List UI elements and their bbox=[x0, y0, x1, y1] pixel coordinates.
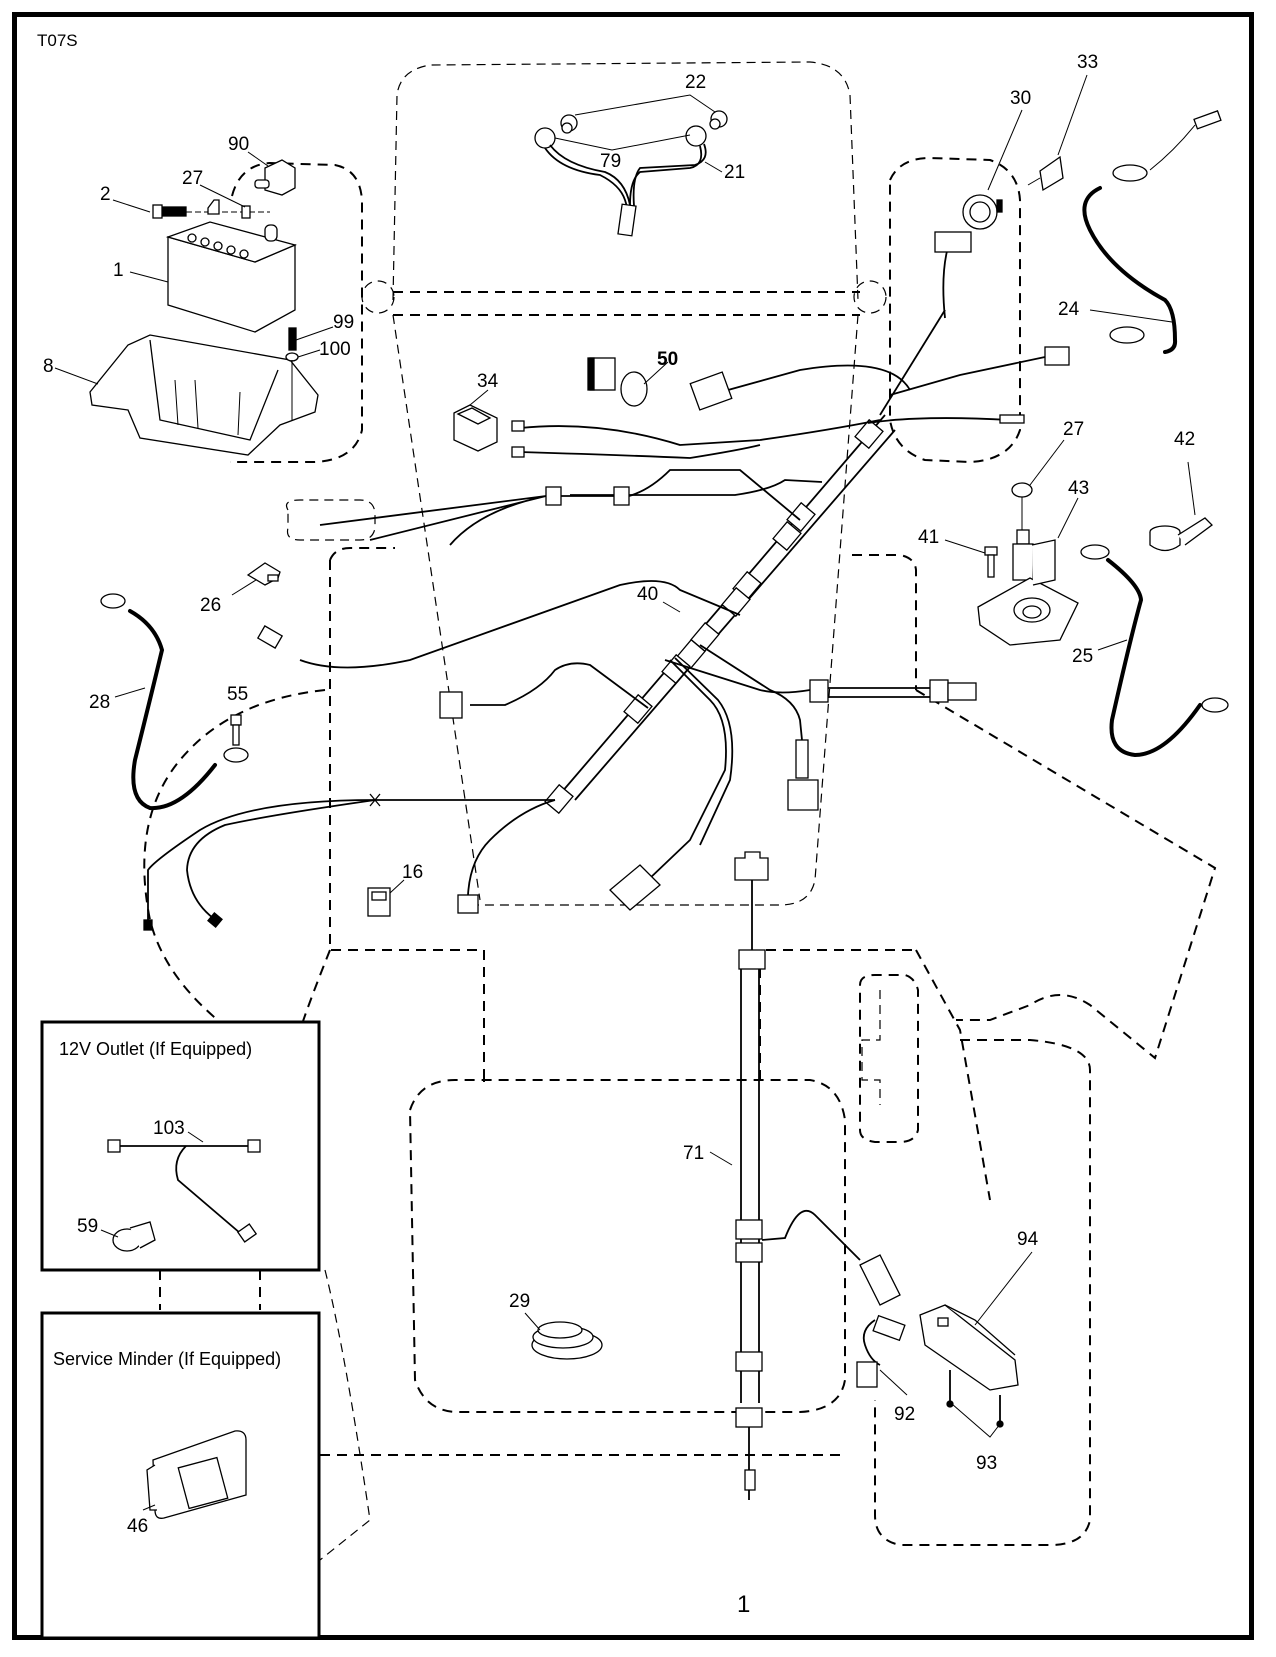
main-wiring-harness[interactable] bbox=[256, 231, 1070, 914]
chassis-outline bbox=[143, 61, 1217, 1561]
battery[interactable] bbox=[165, 221, 297, 333]
callout-27-right: 27 bbox=[1063, 419, 1084, 440]
callout-93: 93 bbox=[976, 1453, 997, 1474]
page-number: 1 bbox=[737, 1591, 750, 1618]
ignition-switch[interactable] bbox=[962, 194, 1003, 230]
service-minder-inset-title: Service Minder (If Equipped) bbox=[53, 1349, 281, 1369]
relay[interactable] bbox=[367, 887, 391, 917]
callout-25: 25 bbox=[1072, 646, 1093, 667]
fuse[interactable] bbox=[246, 562, 281, 586]
pto-switch[interactable] bbox=[453, 404, 498, 452]
callout-34: 34 bbox=[477, 371, 499, 392]
callout-79: 79 bbox=[600, 151, 621, 172]
inset-12v-outlet: 12V Outlet (If Equipped) bbox=[40, 1020, 321, 1272]
callout-26: 26 bbox=[200, 595, 221, 616]
headlight-harness[interactable] bbox=[534, 110, 728, 237]
hood-outline bbox=[392, 61, 859, 301]
callout-40: 40 bbox=[637, 584, 658, 605]
callout-16: 16 bbox=[402, 862, 423, 883]
callout-50: 50 bbox=[657, 349, 678, 370]
center-top-left bbox=[329, 547, 395, 561]
frame-left bbox=[392, 314, 481, 901]
rear-right-region bbox=[874, 1039, 1091, 1546]
battery-cable-positive[interactable] bbox=[1082, 110, 1222, 354]
callout-99: 99 bbox=[333, 312, 354, 333]
gear-gate bbox=[859, 974, 919, 1143]
starter-solenoid[interactable] bbox=[977, 529, 1079, 646]
center-right-top bbox=[852, 554, 917, 690]
control-module[interactable] bbox=[919, 1304, 1019, 1391]
callout-46: 46 bbox=[127, 1516, 148, 1537]
ground-bolt[interactable] bbox=[230, 714, 242, 746]
callout-100: 100 bbox=[319, 339, 351, 360]
callout-24: 24 bbox=[1058, 299, 1080, 320]
keyswitch-region bbox=[889, 156, 1021, 464]
solenoid-screw[interactable] bbox=[984, 546, 998, 578]
callout-103: 103 bbox=[153, 1118, 185, 1139]
callout-28: 28 bbox=[89, 692, 110, 713]
callout-55: 55 bbox=[227, 684, 248, 705]
callout-42: 42 bbox=[1174, 429, 1195, 450]
inset-service-minder: Service Minder (If Equipped) bbox=[40, 1311, 321, 1640]
callout-90-label: 90 bbox=[228, 134, 249, 155]
callout-71: 71 bbox=[683, 1143, 704, 1164]
callout-41: 41 bbox=[918, 527, 939, 548]
callout-21: 21 bbox=[724, 162, 745, 183]
callout-92: 92 bbox=[894, 1404, 915, 1425]
rear-harness[interactable] bbox=[734, 851, 901, 1500]
solenoid-nut[interactable] bbox=[1011, 482, 1033, 530]
seat-pan bbox=[408, 1079, 846, 1413]
callout-30: 30 bbox=[1010, 88, 1031, 109]
tray-bolt[interactable] bbox=[285, 327, 299, 420]
center-left bbox=[329, 560, 485, 1080]
light-switch[interactable] bbox=[587, 357, 648, 407]
battery-region bbox=[230, 161, 363, 463]
callout-8: 8 bbox=[43, 356, 54, 377]
ignition-key[interactable] bbox=[1027, 155, 1064, 192]
battery-bolt[interactable] bbox=[152, 199, 270, 219]
callout-27-top: 27 bbox=[182, 168, 203, 189]
battery-tray[interactable] bbox=[89, 334, 319, 456]
callout-43: 43 bbox=[1068, 478, 1089, 499]
horn-plug[interactable] bbox=[531, 1321, 603, 1360]
callout-2: 2 bbox=[100, 184, 111, 205]
callout-94: 94 bbox=[1017, 1229, 1039, 1250]
ground-cable[interactable] bbox=[100, 593, 249, 811]
callout-22: 22 bbox=[685, 72, 706, 93]
terminal-boot[interactable] bbox=[1149, 517, 1213, 552]
callout-1: 1 bbox=[113, 260, 124, 281]
frame-right bbox=[460, 314, 859, 906]
right-fender bbox=[915, 689, 1217, 1060]
hour-meter-connector[interactable] bbox=[856, 1314, 906, 1388]
callout-33: 33 bbox=[1077, 52, 1098, 73]
diagram-id: T07S bbox=[37, 31, 78, 50]
outlet-inset-title: 12V Outlet (If Equipped) bbox=[59, 1039, 252, 1059]
callout-29: 29 bbox=[509, 1291, 530, 1312]
battery-cable-negative[interactable] bbox=[1080, 544, 1229, 758]
terminal-cover[interactable] bbox=[254, 159, 296, 196]
seat-switch-leads[interactable] bbox=[143, 793, 381, 931]
callout-59: 59 bbox=[77, 1216, 98, 1237]
